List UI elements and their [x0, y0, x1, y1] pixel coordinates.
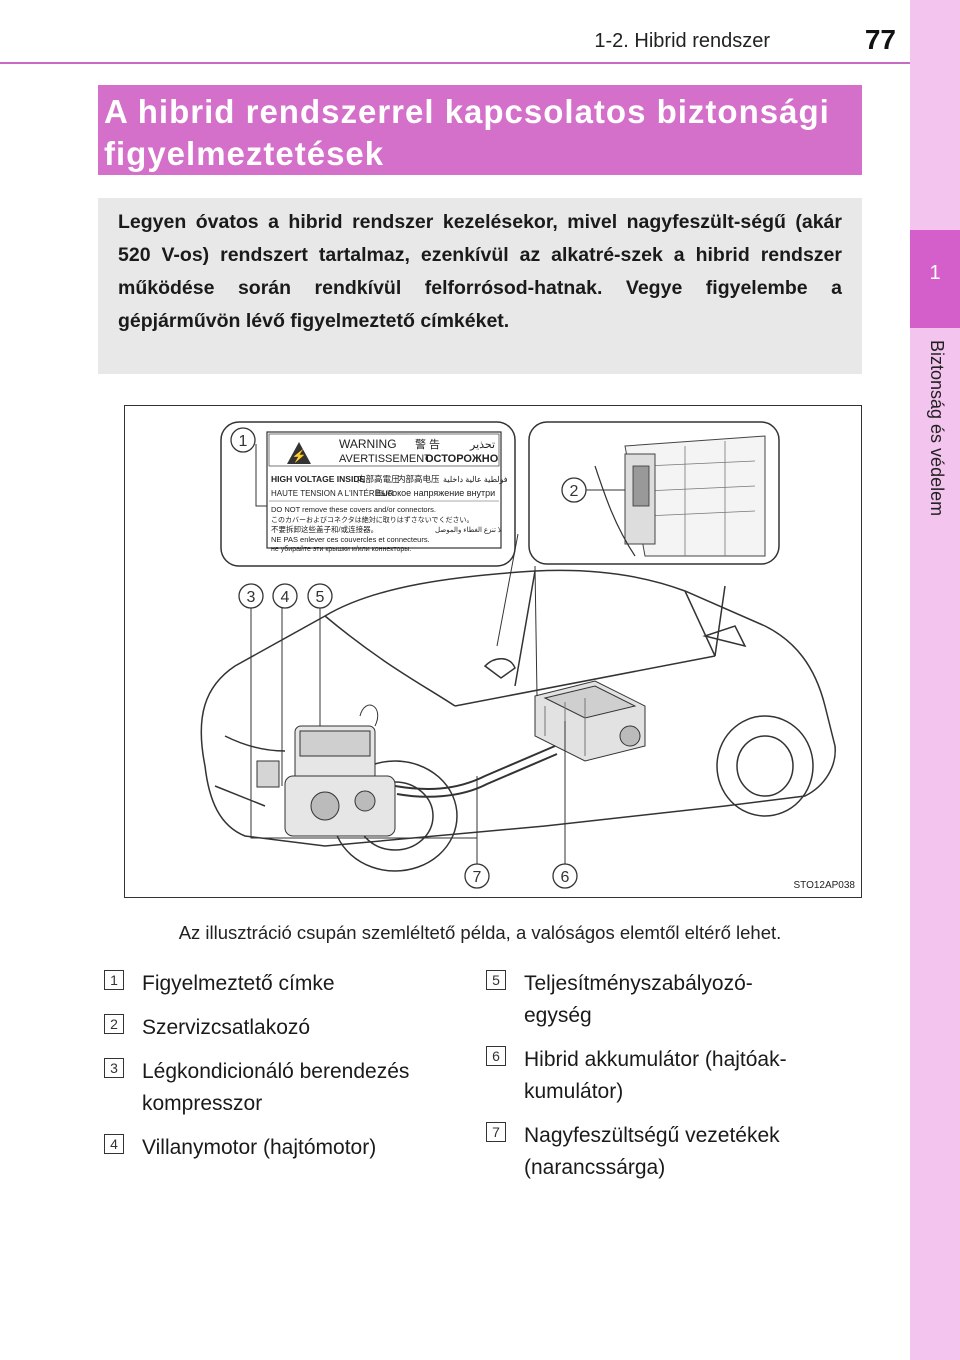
svg-text:6: 6: [561, 869, 570, 886]
legend-text: Szervizcsatlakozó: [142, 1016, 311, 1039]
side-tab-active-marker: [910, 230, 960, 328]
label-line4: このカバーおよびコネクタは絶対に取りはずさないでください。: [271, 515, 474, 524]
svg-text:5: 5: [316, 589, 325, 606]
svg-text:7: 7: [473, 869, 482, 886]
side-tab-background: [910, 328, 960, 1360]
hybrid-system-illustration: ⚡ WARNING 警 告 تحذير AVERTISSEMENT ОСТОРО…: [124, 405, 862, 898]
section-title-line-2: figyelmeztetések: [104, 135, 385, 172]
svg-text:⚡: ⚡: [292, 449, 307, 463]
legend-text: Nagyfeszültségű vezetékek (narancssárga): [524, 1124, 780, 1179]
callout-7: 7: [464, 863, 490, 889]
label-line1-cn: 内部高电压: [397, 474, 440, 484]
legend-item: 3 Légkondicionáló berendezés kompresszor: [104, 1056, 464, 1120]
warning-triangle-icon: [287, 442, 311, 464]
legend-text: Hibrid akkumulátor (hajtóak-kumulátor): [524, 1048, 787, 1103]
legend-number-box: 4: [104, 1134, 124, 1154]
legend-number-box: 5: [486, 970, 506, 990]
label-warning-ar: تحذير: [469, 439, 495, 451]
svg-text:3: 3: [247, 589, 256, 606]
legend-item: 2 Szervizcsatlakozó: [104, 1012, 464, 1044]
page-number: 77: [864, 24, 896, 55]
service-plug-inset: [528, 421, 780, 565]
legend-text: Figyelmeztető címke: [142, 972, 335, 995]
callout-3: 3: [238, 583, 264, 609]
callout-4: 4: [272, 583, 298, 609]
label-line2-fr: HAUTE TENSION A L'INTÉRIEUR: [271, 489, 394, 498]
callout-1: 1: [230, 427, 256, 453]
label-line2-ru: Высокое напряжение внутри: [375, 488, 495, 498]
callout-6: 6: [552, 863, 578, 889]
svg-text:4: 4: [281, 589, 290, 606]
chapter-label: Biztonság és védelem: [927, 340, 947, 517]
high-voltage-cables: [394, 745, 558, 798]
section-title-line-1: A hibrid rendszerrel kapcsolatos biztons…: [104, 93, 830, 130]
legend-item: 1 Figyelmeztető címke: [104, 968, 464, 1000]
svg-text:1: 1: [239, 433, 248, 450]
intro-text: Legyen óvatos a hibrid rendszer kezelése…: [118, 211, 842, 332]
legend-left: 1 Figyelmeztető címke 2 Szervizcsatlakoz…: [104, 968, 464, 1176]
legend-item: 5 Teljesítményszabályozó-egység: [486, 968, 866, 1032]
legend-number-box: 1: [104, 970, 124, 990]
legend-item: 7 Nagyfeszültségű vezetékek (narancssárg…: [486, 1120, 866, 1184]
label-line3: DO NOT remove these covers and/or connec…: [271, 505, 436, 514]
label-line5-ar: لا تنزع الغطاء والموصل: [435, 526, 502, 534]
label-line1-ar: فولطية عالية داخلية: [443, 475, 508, 484]
label-line1-jp: 内部高電圧: [357, 474, 400, 484]
callout-2: 2: [561, 477, 587, 503]
figure-code: STO12AP038: [793, 880, 855, 891]
side-tab-background: [910, 0, 960, 230]
svg-text:2: 2: [570, 483, 579, 500]
hybrid-battery: [534, 680, 646, 762]
callout-leaders: [250, 444, 625, 876]
label-warning-en: WARNING: [339, 437, 397, 451]
warning-label-inset: ⚡ WARNING 警 告 تحذير AVERTISSEMENT ОСТОРО…: [220, 421, 516, 567]
section-title-bar: A hibrid rendszerrel kapcsolatos biztons…: [98, 85, 862, 175]
legend-item: 6 Hibrid akkumulátor (hajtóak-kumulátor): [486, 1044, 866, 1108]
label-line6: NE PAS enlever ces couvercles et connect…: [271, 535, 430, 544]
legend-number-box: 6: [486, 1046, 506, 1066]
label-line5-cn: 不要拆卸这些盖子和/或连接器。: [271, 524, 378, 534]
legend-number-box: 7: [486, 1122, 506, 1142]
legend-text: Villanymotor (hajtómotor): [142, 1136, 377, 1159]
header-divider: [0, 62, 910, 64]
legend-number-box: 2: [104, 1014, 124, 1034]
label-warning-cn: 警 告: [415, 437, 440, 451]
figure-caption: Az illusztráció csupán szemléltető példa…: [178, 922, 782, 943]
legend-text: Teljesítményszabályozó-egység: [524, 972, 753, 1027]
chapter-number: 1: [929, 262, 941, 284]
car-diagram: ⚡ WARNING 警 告 تحذير AVERTISSEMENT ОСТОРО…: [200, 421, 836, 889]
intro-box: Legyen óvatos a hibrid rendszer kezelése…: [98, 198, 862, 374]
legend-number-box: 3: [104, 1058, 124, 1078]
label-line1-en: HIGH VOLTAGE INSIDE: [271, 474, 365, 484]
label-line7: не убирайте эти крышки и/или коннекторы.: [271, 545, 411, 553]
label-warning-fr: AVERTISSEMENT: [339, 453, 431, 465]
legend-item: 4 Villanymotor (hajtómotor): [104, 1132, 464, 1164]
callout-5: 5: [307, 583, 333, 609]
legend-text: Légkondicionáló berendezés kompresszor: [142, 1060, 410, 1115]
legend-right: 5 Teljesítményszabályozó-egység 6 Hibrid…: [486, 968, 866, 1196]
engine-components: [256, 704, 396, 837]
running-header: 1-2. Hibrid rendszer: [594, 30, 770, 52]
label-warning-ru: ОСТОРОЖНО: [425, 453, 499, 465]
